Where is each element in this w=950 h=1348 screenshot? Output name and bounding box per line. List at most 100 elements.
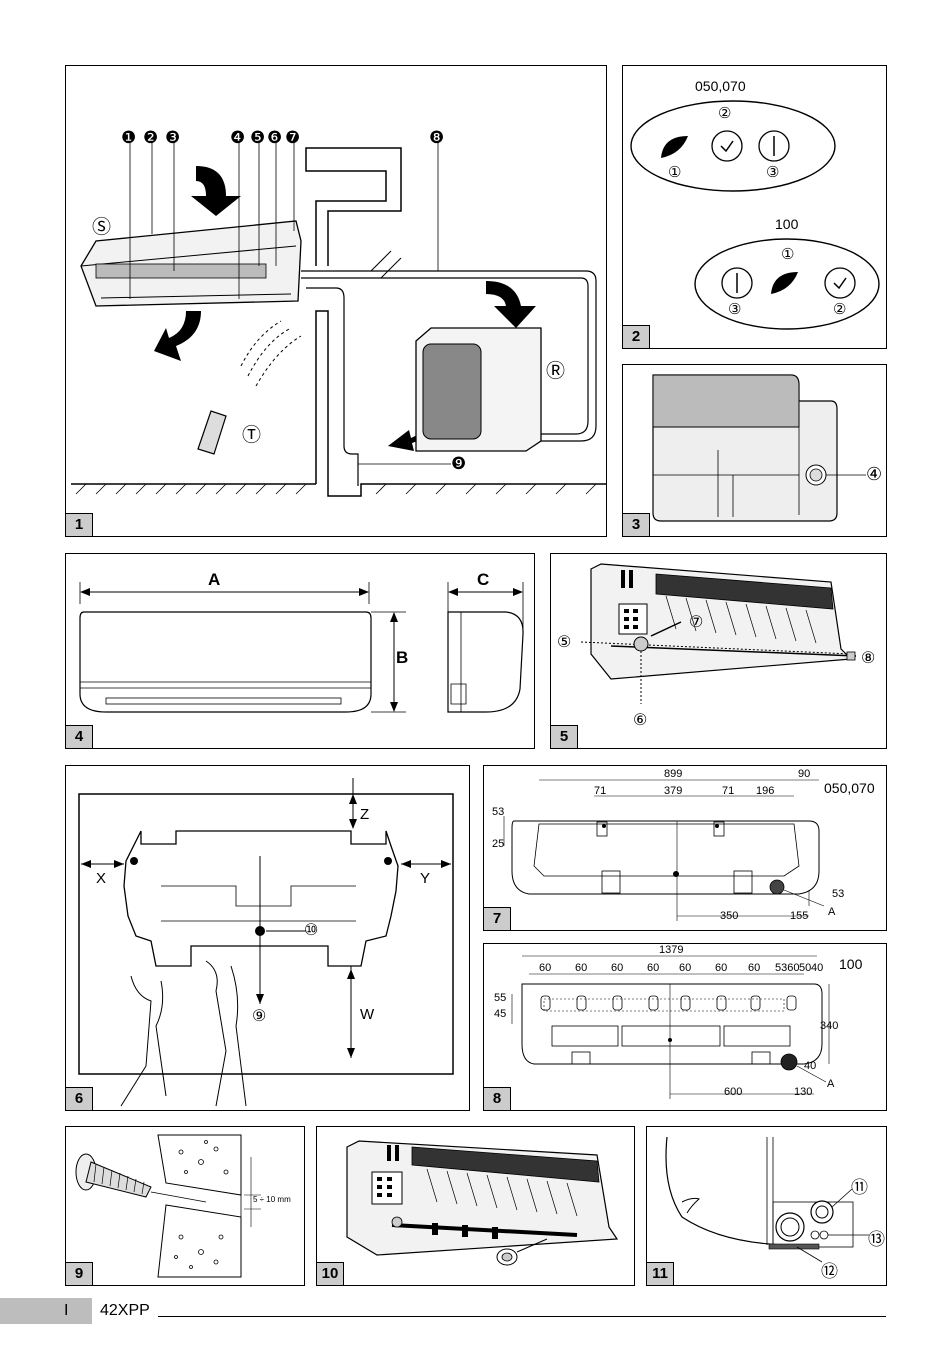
label-1: ❶ xyxy=(121,128,137,147)
panel-number: 2 xyxy=(623,325,650,348)
dim-53v: 53 xyxy=(492,806,505,818)
label-8: ⑧ xyxy=(861,650,876,667)
dim-60-2: 60 xyxy=(575,962,588,974)
label-5: ⑤ xyxy=(557,634,572,651)
dim-340: 340 xyxy=(820,1020,839,1032)
dim-130: 130 xyxy=(794,1086,813,1098)
label-8: ❽ xyxy=(429,128,445,147)
label-A: A xyxy=(828,906,836,918)
dim-A: A xyxy=(208,570,221,589)
dim-60-3: 60 xyxy=(611,962,624,974)
figure-10-piping-routing: 10 xyxy=(316,1126,635,1286)
btn3-label-a: ③ xyxy=(766,164,780,181)
figure-4-dimensions: A B C 4 xyxy=(65,553,535,749)
dim-Y: Y xyxy=(420,870,431,887)
panel-number: 3 xyxy=(623,513,650,536)
figure-4-drawing xyxy=(79,582,524,713)
figure-5-drawing xyxy=(580,563,857,704)
figure-6-drawing xyxy=(78,778,454,1107)
dim-55: 55 xyxy=(494,992,507,1004)
dim-5360: 5360 xyxy=(775,962,800,974)
figure-5-drain-connection: ⑤ ⑥ ⑦ ⑧ 5 xyxy=(550,553,887,749)
label-10: ⑩ xyxy=(304,922,319,939)
figure-10-drawing xyxy=(346,1140,619,1266)
gap-label: 5 ÷ 10 mm xyxy=(253,1195,291,1204)
label-13: ⑬ xyxy=(868,1230,885,1249)
label-3: ❸ xyxy=(165,128,181,147)
dim-40b: 40 xyxy=(804,1060,817,1072)
panel-number: 9 xyxy=(66,1262,93,1285)
dim-40: 40 xyxy=(811,962,824,974)
figure-9-wall-hole: 5 ÷ 10 mm 9 xyxy=(65,1126,305,1286)
figure-11-pipe-outlet: ⑪ ⑬ ⑫ 11 xyxy=(646,1126,887,1286)
model-label: 100 xyxy=(839,956,863,972)
figure-9-drawing xyxy=(75,1134,261,1278)
dim-1379: 1379 xyxy=(659,944,684,956)
panel-number: 6 xyxy=(66,1087,93,1110)
dim-600: 600 xyxy=(724,1086,743,1098)
footer-rule xyxy=(158,1316,886,1317)
model-label-b: 100 xyxy=(775,216,799,232)
dim-X: X xyxy=(96,870,107,887)
label-2: ❷ xyxy=(143,128,159,147)
language-letter: I xyxy=(64,1302,69,1319)
panel-number: 7 xyxy=(484,907,511,930)
panel-number: 4 xyxy=(66,725,93,748)
figure-11-drawing xyxy=(665,1136,869,1263)
dim-C: C xyxy=(477,570,490,589)
figure-2-control-buttons: 050,070 ② ① ③ 100 ① ③ ② 2 xyxy=(622,65,887,349)
dim-155: 155 xyxy=(790,910,809,922)
label-6: ❻ xyxy=(267,128,283,147)
label-7: ❼ xyxy=(285,128,301,147)
dim-45: 45 xyxy=(494,1008,507,1020)
label-12: ⑫ xyxy=(821,1262,838,1281)
figure-8-drawing xyxy=(511,955,830,1099)
model-label-a: 050,070 xyxy=(695,78,746,94)
btn1-label-b: ① xyxy=(781,246,795,263)
dim-50: 50 xyxy=(799,962,812,974)
dim-60-7: 60 xyxy=(748,962,761,974)
label-5: ❺ xyxy=(250,128,266,147)
panel-number: 8 xyxy=(484,1087,511,1110)
model-label: 050,070 xyxy=(824,780,875,796)
btn2-label-a: ② xyxy=(718,105,732,122)
dim-B: B xyxy=(396,648,409,667)
panel-number: 11 xyxy=(647,1262,674,1285)
dim-60-6: 60 xyxy=(715,962,728,974)
btn3-label-b: ③ xyxy=(728,301,742,318)
panel-number: 5 xyxy=(551,725,578,748)
label-6: ⑥ xyxy=(633,712,648,729)
dim-53h: 53 xyxy=(832,888,845,900)
panel-number: 10 xyxy=(317,1262,344,1285)
label-4: ❹ xyxy=(230,128,246,147)
language-tab xyxy=(0,1298,92,1324)
model-name: 42XPP xyxy=(100,1302,150,1319)
figure-7-drawing xyxy=(503,779,825,921)
dim-Z: Z xyxy=(360,806,370,823)
figure-1-drawing xyxy=(71,141,606,497)
label-9: ❾ xyxy=(451,454,467,473)
dim-60-4: 60 xyxy=(647,962,660,974)
label-r: Ⓡ xyxy=(546,361,566,382)
dim-60-1: 60 xyxy=(539,962,552,974)
btn2-label-b: ② xyxy=(833,301,847,318)
label-7: ⑦ xyxy=(689,614,704,631)
dim-71b: 71 xyxy=(722,785,735,797)
dim-60-5: 60 xyxy=(679,962,692,974)
label-A: A xyxy=(827,1078,835,1090)
figure-2-drawing xyxy=(630,100,880,330)
figure-1-system-overview: ❶ ❷ ❸ ❹ ❺ ❻ ❼ ❽ ❾ Ⓢ Ⓡ Ⓣ 1 xyxy=(65,65,607,537)
figure-3-front-panel: ④ 3 xyxy=(622,364,887,537)
figure-8-plate-dimensions-100: 1379 100 60 60 60 60 60 60 60 5360 50 40… xyxy=(483,943,887,1111)
label-9: ⑨ xyxy=(252,1008,267,1025)
dim-90: 90 xyxy=(798,768,811,780)
label-t: Ⓣ xyxy=(242,425,262,446)
dim-350: 350 xyxy=(720,910,739,922)
panel-number: 1 xyxy=(66,513,93,536)
dim-25: 25 xyxy=(492,838,505,850)
dim-71a: 71 xyxy=(594,785,607,797)
dim-196: 196 xyxy=(756,785,775,797)
label-s: Ⓢ xyxy=(92,217,112,238)
label-11: ⑪ xyxy=(851,1178,868,1197)
dim-379: 379 xyxy=(664,785,683,797)
